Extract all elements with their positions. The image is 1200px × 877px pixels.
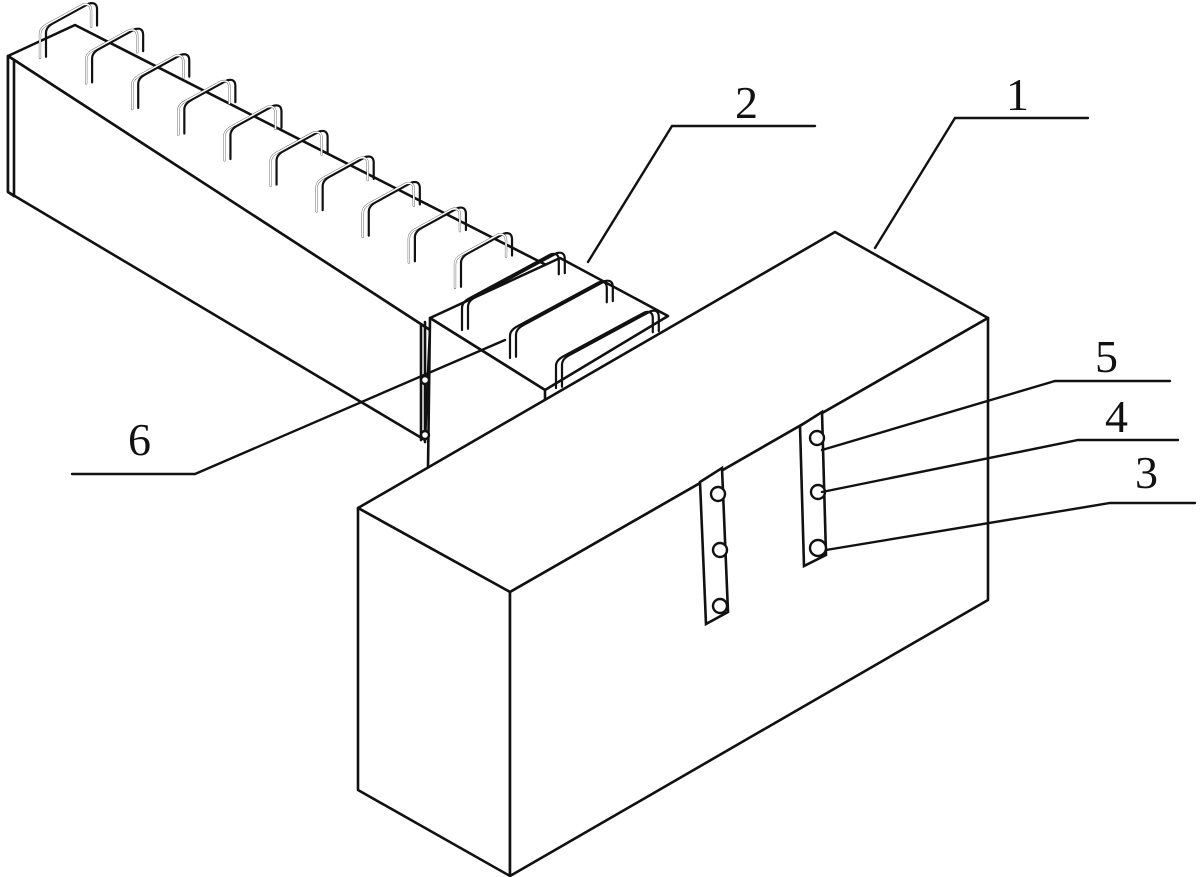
connector-bolt: [419, 429, 431, 441]
label-4: 4: [1105, 391, 1128, 442]
stirrup-bar: [459, 232, 514, 288]
label-2: 2: [735, 77, 758, 128]
stirrup-bar: [554, 310, 654, 390]
stirrup-bar: [560, 309, 660, 388]
stirrup-bar: [85, 29, 138, 85]
main-block: [356, 230, 990, 877]
stirrup-bar: [460, 252, 560, 332]
stirrup-bar: [275, 129, 329, 186]
label-6: 6: [128, 414, 151, 465]
stirrup-bar: [131, 54, 185, 110]
leader-1: [873, 116, 1090, 250]
stirrup-bar: [315, 156, 369, 213]
stirrup-bar: [321, 155, 375, 212]
stirrup-bar: [361, 182, 415, 238]
bolt-icon: [808, 538, 828, 558]
leader-6: [70, 338, 507, 476]
label-1: 1: [1006, 69, 1029, 120]
stirrup-bar: [454, 233, 507, 289]
stirrup-bar: [44, 2, 99, 58]
stirrup-bars: [38, 2, 660, 390]
stirrup-bar: [39, 3, 92, 59]
leader-4: [820, 438, 1180, 494]
leader-3: [824, 501, 1197, 552]
stirrup-bar: [408, 208, 461, 264]
stirrup-bar: [466, 251, 566, 330]
leader-lines: [70, 116, 1197, 552]
stirrup-bar: [223, 105, 277, 162]
leader-2: [586, 124, 817, 264]
bolt-icon: [709, 485, 727, 503]
leader-5: [820, 379, 1172, 452]
stirrup-bar: [508, 280, 608, 360]
stirrup-bar: [413, 206, 468, 263]
label-3: 3: [1135, 447, 1158, 498]
main-block-side-face: [508, 316, 990, 877]
label-5: 5: [1095, 331, 1118, 382]
stirrup-bar: [137, 53, 191, 110]
stirrup-bar: [177, 80, 231, 136]
stirrup-bar: [91, 27, 145, 84]
stirrup-bar: [269, 131, 323, 187]
labels: 1 2 3 4 5 6: [128, 69, 1158, 498]
stirrup-bar: [367, 180, 421, 237]
right-plate: [798, 409, 828, 569]
bolt-icon: [711, 597, 729, 615]
stirrup-bar: [183, 78, 237, 135]
stirrup-bar: [514, 279, 614, 358]
left-plate: [698, 465, 730, 627]
connector-bolt: [419, 374, 431, 386]
bolt-icon: [808, 429, 826, 447]
bolt-icon: [711, 541, 729, 559]
stirrup-bar: [229, 104, 283, 161]
